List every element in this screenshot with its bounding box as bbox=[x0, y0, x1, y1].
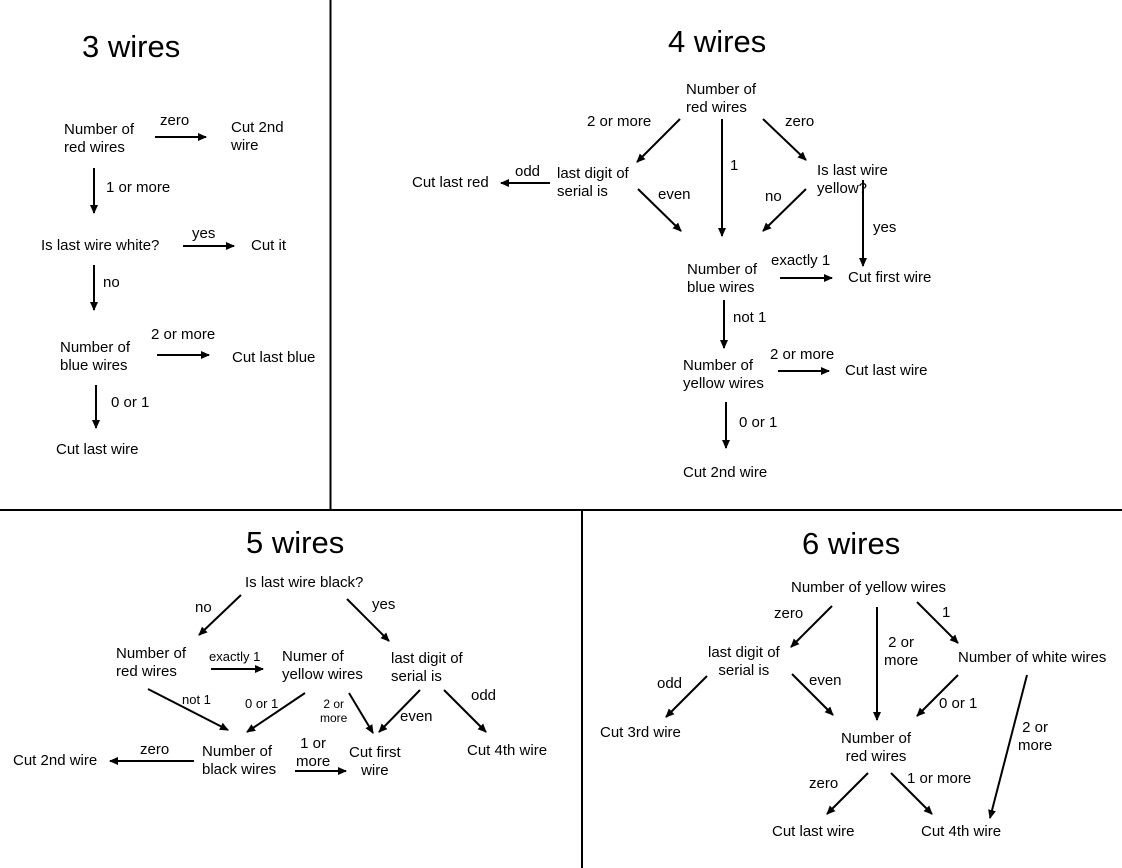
edge-6-one: 1 bbox=[942, 604, 951, 621]
edge-5-no: no bbox=[195, 599, 212, 616]
node-4-cut-2nd: Cut 2nd wire bbox=[683, 464, 768, 481]
arrow-4-serial-even bbox=[637, 188, 682, 232]
node-5-yellow-count: Numer of yellow wires bbox=[282, 648, 363, 683]
arrow-4-red-twoplus bbox=[636, 118, 681, 163]
arrow-5-yellow-twoplus bbox=[348, 692, 374, 734]
panel-title-5-wires: 5 wires bbox=[246, 525, 345, 560]
node-3-red-count: Number of red wires bbox=[64, 121, 135, 156]
edge-4-no: no bbox=[765, 188, 782, 205]
node-3-cut-2nd: Cut 2nd wire bbox=[231, 119, 284, 154]
node-6-cut-4th: Cut 4th wire bbox=[921, 823, 1002, 840]
panel-title-4-wires: 4 wires bbox=[668, 24, 767, 59]
arrow-5-serial-even bbox=[378, 689, 421, 733]
node-4-red-count: Number of red wires bbox=[686, 81, 757, 116]
node-5-last-black: Is last wire black? bbox=[245, 574, 364, 591]
node-6-white-count: Number of white wires bbox=[958, 649, 1107, 666]
edge-3-zero: zero bbox=[160, 112, 190, 129]
edge-6-oneplus: 1 or more bbox=[907, 770, 972, 787]
node-4-yellow-count: Number of yellow wires bbox=[683, 357, 764, 392]
edge-6-odd: odd bbox=[657, 675, 683, 692]
node-4-cut-last-wire: Cut last wire bbox=[845, 362, 928, 379]
node-6-cut-3rd: Cut 3rd wire bbox=[600, 724, 681, 741]
edge-3-no: no bbox=[103, 274, 120, 291]
edge-5-odd: odd bbox=[471, 687, 497, 704]
node-5-red-count: Number of red wires bbox=[116, 645, 187, 680]
node-3-cut-last-wire: Cut last wire bbox=[56, 441, 139, 458]
edge-3-zeroone: 0 or 1 bbox=[111, 394, 150, 411]
node-5-serial: last digit of serial is bbox=[391, 650, 463, 685]
arrow-6-white-zeroone bbox=[916, 674, 959, 717]
arrow-6-yellow-zero bbox=[790, 605, 833, 648]
edge-4-twoplus: 2 or more bbox=[587, 113, 652, 130]
edge-3-twoplus: 2 or more bbox=[151, 326, 216, 343]
node-5-cut-4th: Cut 4th wire bbox=[467, 742, 548, 759]
edge-5-yes: yes bbox=[372, 596, 396, 613]
edge-5-oneplus: 1 or more bbox=[296, 735, 331, 770]
edge-5-twoplus: 2 or more bbox=[320, 697, 348, 725]
edge-6-zero: zero bbox=[774, 605, 804, 622]
edge-4-exactly1: exactly 1 bbox=[771, 252, 831, 269]
edge-4-not1: not 1 bbox=[733, 309, 767, 326]
edge-4-odd: odd bbox=[515, 163, 541, 180]
node-4-blue-count: Number of blue wires bbox=[687, 261, 758, 296]
node-6-yellow-count: Number of yellow wires bbox=[791, 579, 947, 596]
arrow-5-black-no bbox=[198, 594, 242, 636]
arrow-6-white-twoplus bbox=[988, 674, 1028, 819]
edge-3-oneplus: 1 or more bbox=[106, 179, 171, 196]
edge-6-zeroone: 0 or 1 bbox=[939, 695, 978, 712]
arrow-6-serial-odd bbox=[665, 675, 708, 718]
node-4-cut-last-red: Cut last red bbox=[412, 174, 489, 191]
arrow-5-yellow-zeroone bbox=[246, 692, 306, 733]
edge-6-zero-2: zero bbox=[809, 775, 839, 792]
edge-6-twoplus-2: 2 or more bbox=[1018, 719, 1053, 754]
node-4-last-yellow: Is last wire yellow? bbox=[817, 162, 888, 197]
edge-4-yes: yes bbox=[873, 219, 897, 236]
edge-4-even: even bbox=[658, 186, 691, 203]
node-3-blue-count: Number of blue wires bbox=[60, 339, 131, 374]
node-4-cut-first: Cut first wire bbox=[848, 269, 932, 286]
edge-6-twoplus: 2 or more bbox=[884, 634, 919, 669]
edge-4-twoplus-2: 2 or more bbox=[770, 346, 835, 363]
panel-title-6-wires: 6 wires bbox=[802, 526, 901, 561]
arrow-4-yellowq-no bbox=[762, 188, 807, 232]
node-6-red-count: Number of red wires bbox=[841, 730, 912, 765]
arrow-6-yellow-one bbox=[916, 601, 959, 644]
edge-4-one: 1 bbox=[730, 157, 739, 174]
edge-3-yes: yes bbox=[192, 225, 216, 242]
edge-5-zero: zero bbox=[140, 741, 170, 758]
panel-title-3-wires: 3 wires bbox=[82, 29, 181, 64]
node-5-cut-2nd: Cut 2nd wire bbox=[13, 752, 98, 769]
edge-5-not1: not 1 bbox=[182, 692, 211, 707]
node-3-last-white: Is last wire white? bbox=[41, 237, 160, 254]
node-6-serial: last digit of serial is bbox=[708, 644, 780, 679]
edge-6-even: even bbox=[809, 672, 842, 689]
edge-5-exactly1: exactly 1 bbox=[209, 649, 261, 664]
arrow-4-red-zero bbox=[762, 118, 807, 161]
node-6-cut-last-wire: Cut last wire bbox=[772, 823, 855, 840]
arrow-5-black-yes bbox=[346, 598, 390, 642]
edge-5-zeroone: 0 or 1 bbox=[245, 696, 279, 711]
arrow-6-red-oneplus bbox=[890, 772, 933, 815]
edge-5-even: even bbox=[400, 708, 433, 725]
edge-4-zeroone: 0 or 1 bbox=[739, 414, 778, 431]
arrow-5-serial-odd bbox=[443, 689, 487, 733]
node-5-black-count: Number of black wires bbox=[202, 743, 277, 778]
arrow-5-red-not1 bbox=[147, 688, 229, 731]
node-5-cut-first: Cut first wire bbox=[349, 744, 401, 779]
arrow-6-serial-even bbox=[791, 673, 834, 716]
node-3-cut-last-blue: Cut last blue bbox=[232, 349, 316, 366]
node-3-cut-it: Cut it bbox=[251, 237, 287, 254]
edge-4-zero: zero bbox=[785, 113, 815, 130]
node-4-serial: last digit of serial is bbox=[557, 165, 629, 200]
arrow-6-red-zero bbox=[826, 772, 869, 815]
